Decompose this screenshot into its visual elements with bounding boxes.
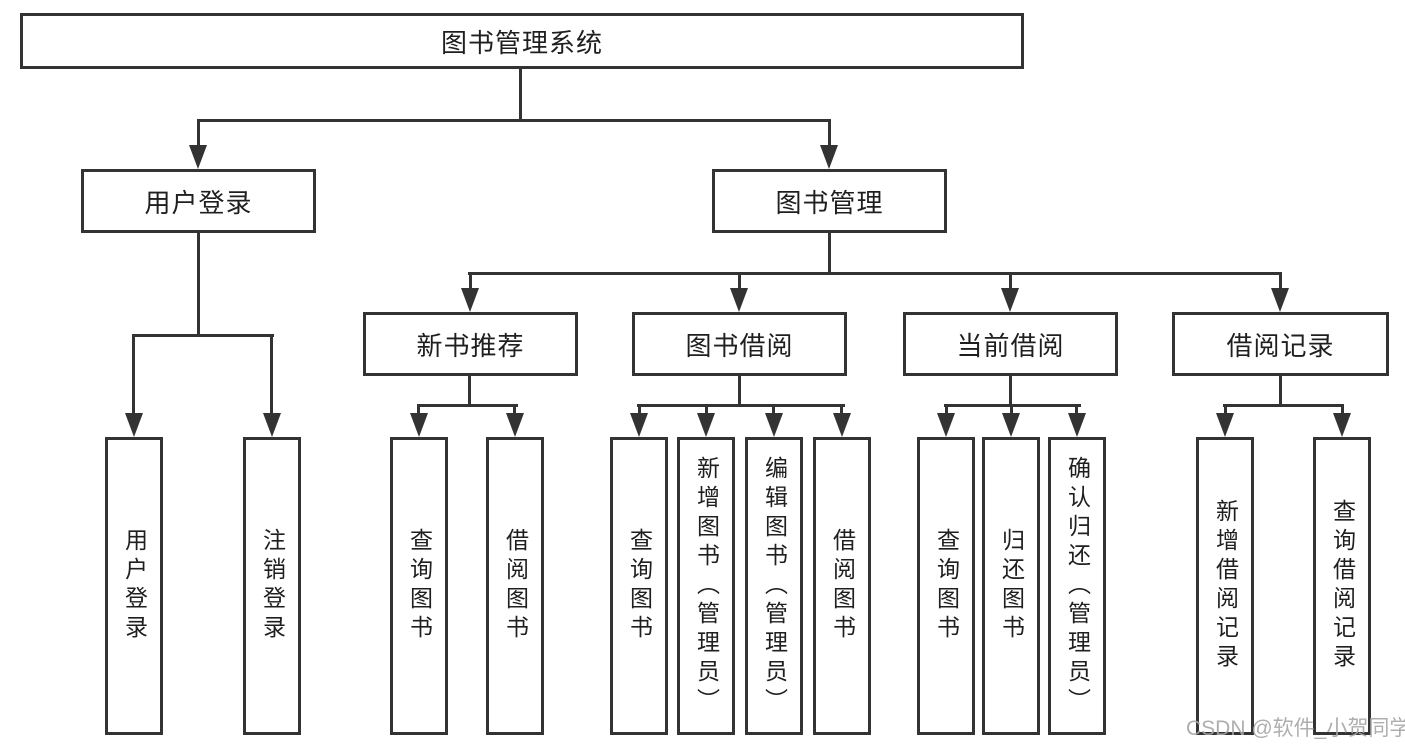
arrow-down-icon — [765, 413, 783, 437]
connector-stub — [1009, 272, 1012, 290]
leaf-borrow-edit-books-admin: 编辑图书（管理员） — [745, 437, 803, 735]
leaf-label: 新增借阅记录 — [1212, 499, 1239, 673]
connector-stub — [1224, 404, 1227, 415]
arrow-down-icon — [189, 145, 207, 169]
connector-bookmgmt-branch — [468, 272, 1281, 275]
arrow-down-icon — [820, 145, 838, 169]
node-borrow-records: 借阅记录 — [1172, 312, 1389, 376]
leaf-label: 编辑图书（管理员） — [761, 455, 788, 717]
leaf-newbooks-query-books: 查询图书 — [390, 437, 448, 735]
arrow-down-icon — [833, 413, 851, 437]
node-current-borrow-label: 当前借阅 — [956, 330, 1065, 361]
connector-stub — [638, 404, 641, 415]
arrow-down-icon — [1001, 288, 1019, 312]
leaf-borrow-query-books: 查询图书 — [610, 437, 668, 735]
leaf-logout: 注销登录 — [243, 437, 301, 735]
connector-stub — [417, 404, 420, 415]
arrow-down-icon — [1271, 288, 1289, 312]
leaf-records-query-record: 查询借阅记录 — [1313, 437, 1371, 735]
connector-userlogin-branch — [132, 334, 274, 337]
node-new-book-recommend-label: 新书推荐 — [416, 330, 525, 361]
arrow-down-icon — [1333, 413, 1351, 437]
connector-stub — [1279, 272, 1282, 290]
leaf-current-confirm-return-admin: 确认归还（管理员） — [1048, 437, 1106, 735]
arrow-down-icon — [1216, 413, 1234, 437]
connector-stub — [840, 404, 843, 415]
arrow-down-icon — [461, 288, 479, 312]
connector-bookmgmt-stem — [828, 233, 831, 275]
connector-stub — [469, 272, 472, 290]
leaf-label: 新增图书（管理员） — [693, 455, 720, 717]
csdn-watermark: CSDN @软件_小贺同学 — [1186, 717, 1405, 740]
leaf-label: 借阅图书 — [829, 528, 856, 644]
leaf-label: 借阅图书 — [502, 528, 529, 644]
connector-newbooks-branch — [417, 404, 518, 407]
arrow-down-icon — [630, 413, 648, 437]
leaf-borrow-borrow-books: 借阅图书 — [813, 437, 871, 735]
connector-newbooks-stem — [468, 376, 471, 407]
connector-stub — [772, 404, 775, 415]
node-book-management: 图书管理 — [712, 169, 947, 233]
connector-stub — [1010, 404, 1013, 415]
connector-stub — [132, 334, 135, 415]
connector-stub — [738, 272, 741, 290]
leaf-borrow-add-books-admin: 新增图书（管理员） — [677, 437, 735, 735]
connector-stub — [1341, 404, 1344, 415]
leaf-current-query-books: 查询图书 — [917, 437, 975, 735]
arrow-down-icon — [1068, 413, 1086, 437]
connector-bookborrow-branch — [637, 404, 845, 407]
connector-stub — [828, 119, 831, 149]
connector-root-branch — [197, 119, 831, 122]
arrow-down-icon — [506, 413, 524, 437]
arrow-down-icon — [937, 413, 955, 437]
node-borrow-records-label: 借阅记录 — [1226, 330, 1335, 361]
connector-currentborrow-stem — [1009, 376, 1012, 407]
leaf-newbooks-borrow-books: 借阅图书 — [486, 437, 544, 735]
node-new-book-recommend: 新书推荐 — [363, 312, 578, 376]
node-user-login-label: 用户登录 — [144, 187, 253, 218]
arrow-down-icon — [410, 413, 428, 437]
leaf-label: 确认归还（管理员） — [1064, 455, 1091, 717]
arrow-down-icon — [125, 413, 143, 437]
arrow-down-icon — [730, 288, 748, 312]
leaf-label: 注销登录 — [259, 528, 286, 644]
connector-stub — [1075, 404, 1078, 415]
connector-stub — [513, 404, 516, 415]
node-root-label: 图书管理系统 — [440, 27, 603, 58]
leaf-label: 查询图书 — [626, 528, 653, 644]
connector-stub — [270, 334, 273, 415]
connector-stub — [705, 404, 708, 415]
connector-userlogin-stem — [197, 233, 200, 337]
node-current-borrow: 当前借阅 — [903, 312, 1118, 376]
node-root: 图书管理系统 — [20, 13, 1024, 69]
connector-bookborrow-stem — [738, 376, 741, 407]
leaf-records-add-record: 新增借阅记录 — [1196, 437, 1254, 735]
node-user-login: 用户登录 — [81, 169, 316, 233]
arrow-down-icon — [1002, 413, 1020, 437]
connector-stub — [945, 404, 948, 415]
connector-root-stem — [519, 68, 522, 121]
connector-borrowrecords-branch — [1223, 404, 1344, 407]
node-book-management-label: 图书管理 — [775, 187, 884, 218]
leaf-label: 查询图书 — [406, 528, 433, 644]
leaf-label: 用户登录 — [121, 528, 148, 644]
connector-stub — [197, 119, 200, 149]
leaf-current-return-books: 归还图书 — [982, 437, 1040, 735]
leaf-label: 查询图书 — [933, 528, 960, 644]
arrow-down-icon — [697, 413, 715, 437]
leaf-user-login: 用户登录 — [105, 437, 163, 735]
arrow-down-icon — [263, 413, 281, 437]
connector-borrowrecords-stem — [1279, 376, 1282, 407]
node-book-borrow-label: 图书借阅 — [685, 330, 794, 361]
leaf-label: 归还图书 — [998, 528, 1025, 644]
leaf-label: 查询借阅记录 — [1329, 499, 1356, 673]
node-book-borrow: 图书借阅 — [632, 312, 847, 376]
